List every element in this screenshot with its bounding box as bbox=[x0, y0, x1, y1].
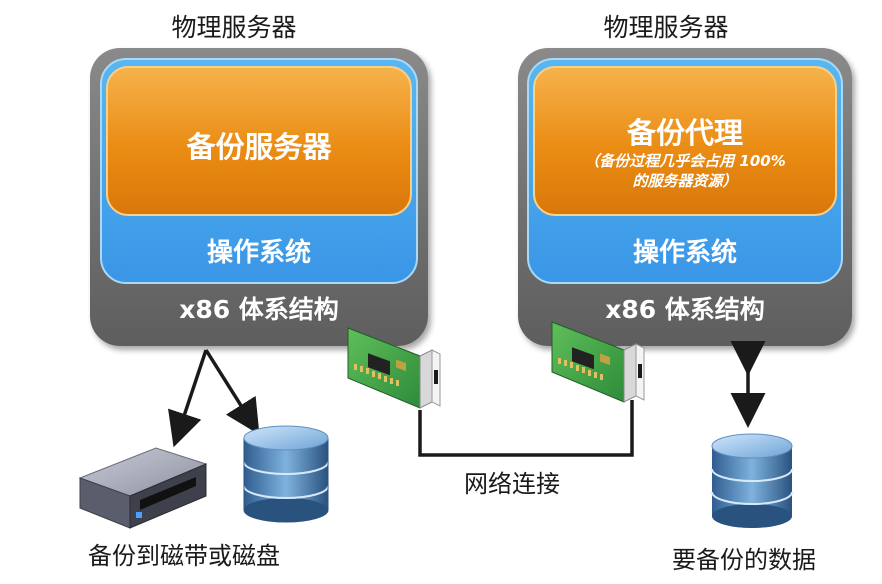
left-app-label: 备份服务器 bbox=[186, 130, 332, 164]
left-server-title: 物理服务器 bbox=[171, 13, 297, 42]
left-arch-label: x86 体系结构 bbox=[179, 295, 339, 324]
network-label: 网络连接 bbox=[464, 470, 560, 498]
left-os-label: 操作系统 bbox=[206, 238, 311, 268]
right-caption: 要备份的数据 bbox=[672, 546, 816, 574]
right-app-note-line2: 的服务器资源） bbox=[632, 172, 738, 190]
right-os-label: 操作系统 bbox=[632, 238, 737, 268]
left-disk-icon bbox=[243, 425, 329, 523]
tape-drive-icon bbox=[78, 447, 208, 529]
right-arch-label: x86 体系结构 bbox=[605, 295, 765, 324]
right-app-layer bbox=[533, 66, 837, 216]
arrow-to-disk bbox=[204, 349, 260, 435]
arrow-to-tape bbox=[168, 349, 208, 448]
right-app-note-line1: （备份过程几乎会占用 100% bbox=[584, 152, 786, 170]
left-caption: 备份到磁带或磁盘 bbox=[88, 542, 280, 570]
network-cable bbox=[418, 400, 634, 457]
left-app-layer bbox=[106, 66, 412, 216]
left-nic-icon bbox=[347, 327, 441, 409]
right-nic-icon bbox=[551, 321, 645, 403]
left-arrows bbox=[168, 349, 260, 448]
right-app-label: 备份代理 bbox=[626, 116, 743, 150]
right-disk-icon bbox=[711, 433, 793, 528]
right-server-title: 物理服务器 bbox=[603, 13, 729, 42]
